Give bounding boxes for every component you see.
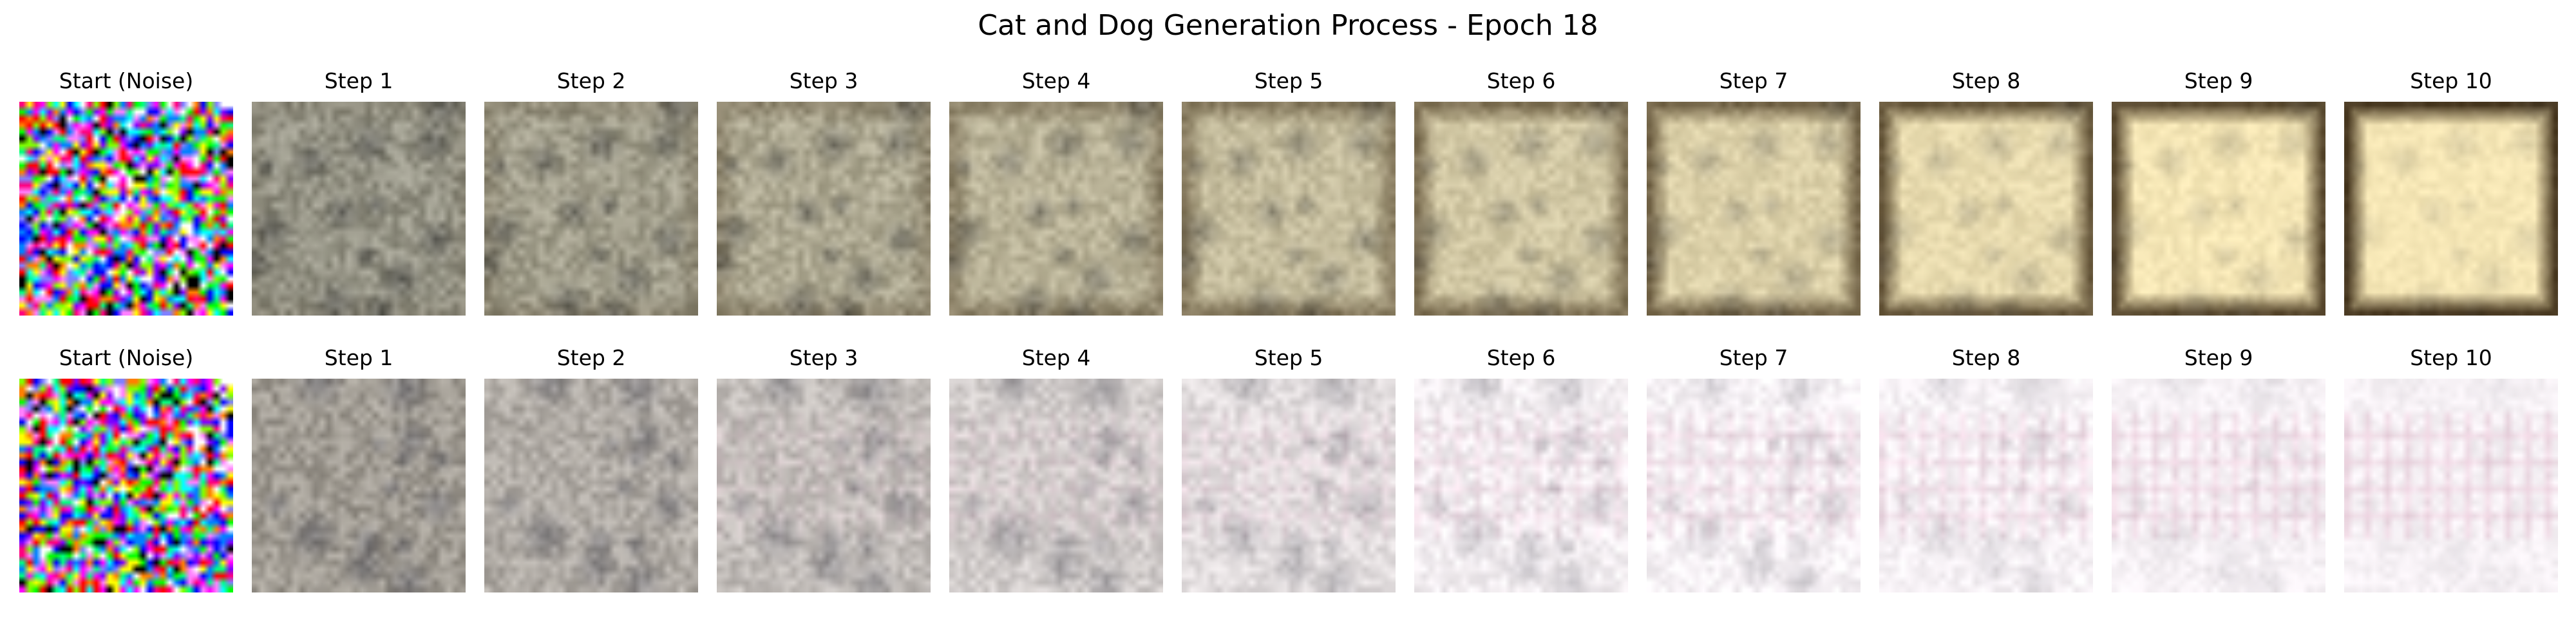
- panel-label: Step 10: [2410, 345, 2492, 370]
- bottom-panel-1: Step 1: [252, 341, 466, 599]
- panel-label: Step 9: [2184, 345, 2253, 370]
- bottom-panel-8: Step 8: [1879, 341, 2093, 599]
- panel-label: Step 7: [1719, 345, 1788, 370]
- bottom-panel-2: Step 2: [484, 341, 698, 599]
- panel-label: Start (Noise): [59, 68, 194, 93]
- generated-image: [717, 102, 931, 316]
- generated-image: [1414, 102, 1628, 316]
- top-panel-5: Step 5: [1182, 64, 1396, 322]
- panel-label: Step 9: [2184, 68, 2253, 93]
- generated-image: [1182, 102, 1396, 316]
- panel-label: Step 1: [324, 345, 393, 370]
- noise-image: [19, 102, 233, 316]
- bottom-panel-6: Step 6: [1414, 341, 1628, 599]
- generated-image: [2344, 379, 2558, 592]
- generated-image: [949, 379, 1163, 592]
- top-panel-7: Step 7: [1647, 64, 1861, 322]
- bottom-panel-7: Step 7: [1647, 341, 1861, 599]
- top-panel-3: Step 3: [717, 64, 931, 322]
- bottom-panel-0: Start (Noise): [19, 341, 233, 599]
- top-panel-2: Step 2: [484, 64, 698, 322]
- bottom-panel-10: Step 10: [2344, 341, 2558, 599]
- generated-image: [252, 379, 466, 592]
- generated-image: [1879, 102, 2093, 316]
- figure-title: Cat and Dog Generation Process - Epoch 1…: [978, 9, 1598, 42]
- panel-label: Step 2: [556, 68, 626, 93]
- panel-label: Step 2: [556, 345, 626, 370]
- top-row-generation: Start (Noise) Step 1 Step 2 Step 3 Step …: [0, 64, 2576, 322]
- panel-label: Step 4: [1021, 345, 1091, 370]
- generated-image: [1414, 379, 1628, 592]
- panel-label: Step 5: [1254, 345, 1323, 370]
- panel-label: Step 3: [789, 345, 858, 370]
- top-panel-0: Start (Noise): [19, 64, 233, 322]
- generated-image: [717, 379, 931, 592]
- panel-label: Step 8: [1951, 345, 2021, 370]
- generated-image: [2112, 102, 2325, 316]
- generated-image: [484, 102, 698, 316]
- panel-label: Step 6: [1486, 68, 1556, 93]
- panel-label: Step 1: [324, 68, 393, 93]
- generated-image: [2344, 102, 2558, 316]
- generated-image: [1647, 379, 1861, 592]
- top-panel-6: Step 6: [1414, 64, 1628, 322]
- noise-image: [19, 379, 233, 592]
- bottom-panel-5: Step 5: [1182, 341, 1396, 599]
- generated-image: [1879, 379, 2093, 592]
- bottom-panel-4: Step 4: [949, 341, 1163, 599]
- generated-image: [252, 102, 466, 316]
- panel-label: Step 3: [789, 68, 858, 93]
- panel-label: Start (Noise): [59, 345, 194, 370]
- panel-label: Step 10: [2410, 68, 2492, 93]
- top-panel-1: Step 1: [252, 64, 466, 322]
- top-panel-10: Step 10: [2344, 64, 2558, 322]
- generated-image: [484, 379, 698, 592]
- bottom-panel-9: Step 9: [2112, 341, 2325, 599]
- top-panel-4: Step 4: [949, 64, 1163, 322]
- generated-image: [1647, 102, 1861, 316]
- bottom-panel-3: Step 3: [717, 341, 931, 599]
- panel-label: Step 4: [1021, 68, 1091, 93]
- panel-label: Step 5: [1254, 68, 1323, 93]
- top-panel-9: Step 9: [2112, 64, 2325, 322]
- panel-label: Step 8: [1951, 68, 2021, 93]
- bottom-row-generation: Start (Noise) Step 1 Step 2 Step 3 Step …: [0, 341, 2576, 599]
- panel-label: Step 6: [1486, 345, 1556, 370]
- top-panel-8: Step 8: [1879, 64, 2093, 322]
- generated-image: [2112, 379, 2325, 592]
- generated-image: [949, 102, 1163, 316]
- panel-label: Step 7: [1719, 68, 1788, 93]
- generated-image: [1182, 379, 1396, 592]
